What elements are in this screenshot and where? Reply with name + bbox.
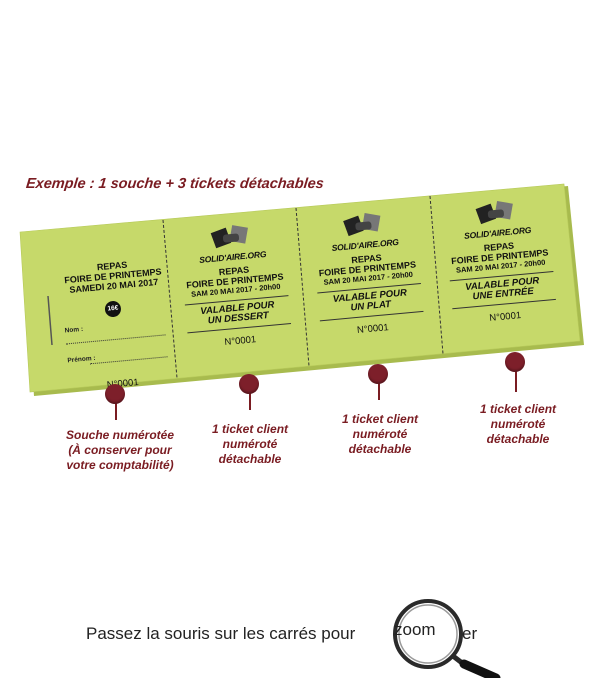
marker-dot-3[interactable] [368,364,388,384]
ticket-number: N°0001 [356,322,390,336]
price-badge: 16€ [104,300,122,318]
caption-line: numéroté [352,427,408,441]
ticket-strip-shape [19,183,584,396]
marker-dot-4[interactable] [505,352,525,372]
ticket-number: N°0001 [488,310,522,324]
caption-line: 1 ticket client [479,402,557,416]
handshake-logo-icon [475,200,513,225]
magnifier-icon[interactable] [376,598,516,678]
strip-content: REPAS FOIRE DE PRINTEMPS SAMEDI 20 MAI 2… [57,195,569,391]
marker-dot-1[interactable] [105,384,125,404]
ticket-3: SOLID'AIRE.ORG REPAS FOIRE DE PRINTEMPS … [435,195,569,365]
marker-stem-3 [378,374,380,400]
caption-ticket-2: 1 ticket client numéroté détachable [320,412,440,457]
ticket-1: SOLID'AIRE.ORG REPAS FOIRE DE PRINTEMPS … [170,219,304,389]
caption-line: 1 ticket client [211,422,289,436]
perforation-1 [162,219,178,379]
caption-line: (À conserver pour [68,443,172,457]
ticket-number: N°0001 [224,334,257,349]
ticket-2: SOLID'AIRE.ORG REPAS FOIRE DE PRINTEMPS … [302,207,436,377]
caption-line: votre comptabilité) [66,458,174,472]
prenom-line [89,356,168,365]
zoom-word-suffix: er [462,624,478,643]
nom-label: Nom : [64,325,84,335]
zoom-hint-text: Passez la souris sur les carrés pour [86,624,356,643]
marker-stem-2 [249,384,251,410]
caption-line: détachable [486,432,550,446]
handshake-logo-icon [343,213,381,237]
caption-ticket-3: 1 ticket client numéroté détachable [458,402,578,447]
ticket-strip: REPAS FOIRE DE PRINTEMPS SAMEDI 20 MAI 2… [19,183,584,396]
perforation-3 [429,195,444,355]
marker-stem-1 [115,394,117,420]
caption-stub: Souche numérotée (À conserver pour votre… [50,428,190,473]
caption-line: Souche numérotée [65,428,175,442]
nom-line [65,334,166,345]
stub-header: REPAS FOIRE DE PRINTEMPS SAMEDI 20 MAI 2… [57,256,169,296]
stub-binding [47,295,53,346]
handshake-logo-icon [210,225,248,249]
strip-face [19,183,581,393]
caption-ticket-1: 1 ticket client numéroté détachable [190,422,310,467]
caption-line: 1 ticket client [341,412,419,426]
marker-stem-4 [515,362,517,392]
zoom-word: zoom [394,620,436,639]
caption-line: détachable [348,442,412,456]
caption-line: numéroté [222,437,278,451]
marker-dot-2[interactable] [239,374,259,394]
caption-line: numéroté [490,417,546,431]
caption-line: détachable [218,452,282,466]
perforation-2 [295,207,310,367]
